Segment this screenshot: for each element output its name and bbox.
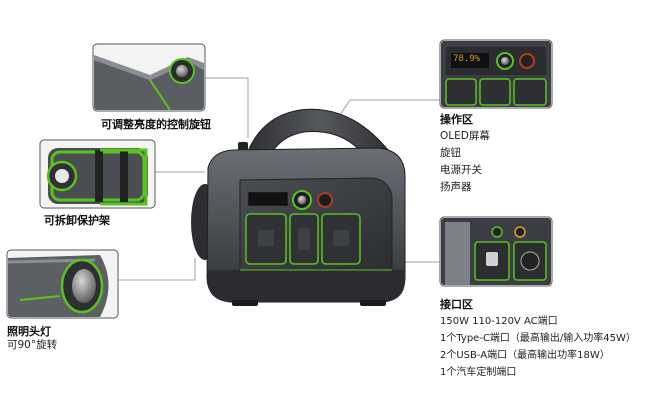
port-area-text: 接口区 150W 110-120V AC端口 1个Type-C端口（最高输出/输… bbox=[440, 296, 636, 381]
power-station-illustration bbox=[191, 108, 406, 306]
port-item: 1个Type-C端口（最高输出/输入功率45W） bbox=[440, 333, 636, 344]
caption-dimmer-knob: 可调整亮度的控制旋钮 bbox=[101, 118, 211, 131]
control-item: 扬声器 bbox=[440, 181, 472, 193]
control-area-title: 操作区 bbox=[440, 113, 473, 126]
port-item: 150W 110-120V AC端口 bbox=[440, 316, 558, 327]
inset-lamp bbox=[6, 249, 119, 319]
caption-lamp-subtitle: 可90°旋转 bbox=[7, 339, 58, 351]
knob-icon bbox=[176, 65, 188, 77]
control-area-text: 操作区 OLED屏幕 旋钮 电源开关 扬声器 bbox=[440, 112, 490, 196]
port-item: 1个汽车定制端口 bbox=[440, 367, 517, 378]
oled-readout: 78.9% bbox=[453, 54, 481, 64]
control-item: 电源开关 bbox=[440, 164, 482, 176]
connector-lamp bbox=[118, 258, 196, 281]
inset-control-area bbox=[439, 39, 553, 109]
connector-knob bbox=[205, 77, 249, 138]
control-item: 旋钮 bbox=[440, 147, 461, 159]
power-button-icon bbox=[519, 53, 535, 69]
port-area-title: 接口区 bbox=[440, 298, 473, 311]
inset-guard bbox=[39, 139, 156, 209]
control-item: OLED屏幕 bbox=[440, 130, 490, 142]
connector-control bbox=[337, 85, 441, 119]
caption-guard: 可拆卸保护架 bbox=[44, 214, 110, 227]
port-item: 2个USB-A端口（最高输出功率18W） bbox=[440, 350, 610, 361]
caption-lamp-title: 照明头灯 bbox=[7, 325, 51, 338]
oled-screen bbox=[451, 53, 489, 68]
inset-dimmer-knob bbox=[92, 43, 206, 112]
inset-port-area bbox=[439, 216, 553, 287]
